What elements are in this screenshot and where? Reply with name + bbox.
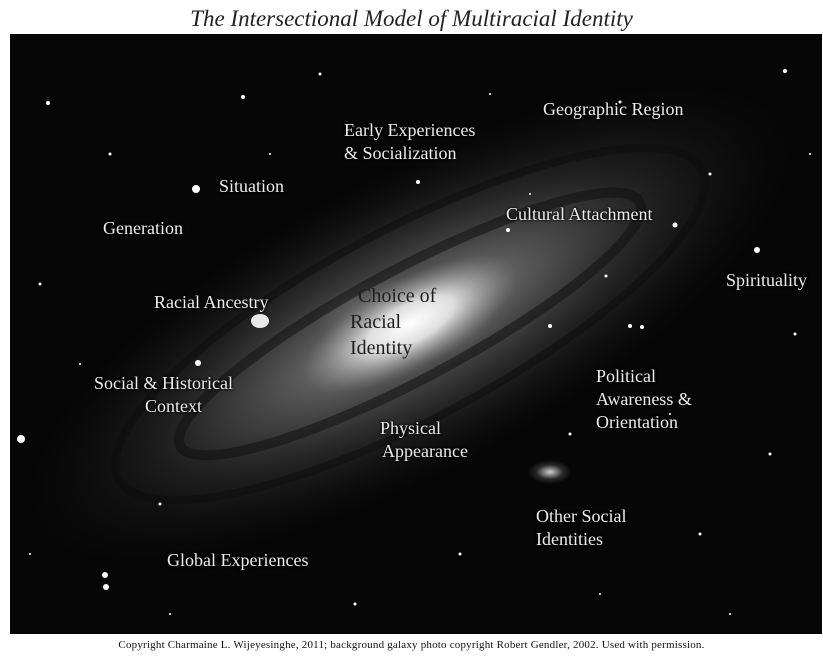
stars: [17, 69, 811, 615]
factor-geographic-region: Geographic Region: [543, 99, 684, 119]
star: [529, 193, 531, 195]
factor-physical-appearance: Physical Appearance: [380, 417, 468, 463]
factor-early-experiences-line-2: & Socialization: [344, 143, 457, 163]
factor-political-line-2: Awareness &: [596, 389, 692, 409]
star: [17, 435, 25, 443]
factor-situation: Situation: [219, 176, 285, 196]
star: [102, 572, 108, 578]
star: [783, 69, 787, 73]
star: [506, 228, 510, 232]
star: [38, 282, 42, 286]
dust-lane-1: [173, 187, 647, 461]
factor-other-social-line-2: Identities: [536, 529, 603, 549]
center-line-1: Choice of: [358, 285, 437, 307]
factor-other-social-line-1: Other Social: [536, 506, 627, 526]
star: [672, 222, 678, 228]
factor-political-awareness: Political Awareness & Orientation: [596, 365, 692, 434]
star: [604, 274, 608, 278]
factor-other-social-identities: Other Social Identities: [536, 505, 626, 551]
center-choice-of-racial-identity: Choice of Racial Identity: [350, 283, 436, 361]
star: [169, 613, 171, 615]
star: [269, 153, 271, 155]
star: [195, 360, 201, 366]
factor-early-experiences: Early Experiences & Socialization: [344, 119, 475, 165]
factor-physical-line-1: Physical: [380, 418, 441, 438]
star: [108, 152, 112, 156]
star: [158, 502, 162, 506]
star: [353, 602, 357, 606]
factor-social-historical-line-2: Context: [145, 396, 202, 416]
factor-social-historical-context: Social & Historical Context: [94, 372, 233, 418]
star: [618, 100, 622, 104]
star: [809, 153, 811, 155]
star: [29, 553, 31, 555]
factor-generation: Generation: [103, 218, 183, 238]
factor-political-line-1: Political: [596, 366, 656, 386]
factor-racial-ancestry: Racial Ancestry: [154, 292, 269, 312]
star: [568, 432, 572, 436]
star: [458, 552, 462, 556]
star: [489, 93, 491, 95]
factor-early-experiences-line-1: Early Experiences: [344, 120, 476, 140]
star: [599, 593, 601, 595]
satellite-galaxy: [251, 314, 269, 328]
galaxy-image: [17, 69, 811, 615]
galaxy-core: [301, 255, 519, 393]
star: [754, 247, 760, 253]
star: [46, 101, 50, 105]
diagram-title: The Intersectional Model of Multiracial …: [190, 6, 633, 31]
copyright-notice: Copyright Charmaine L. Wijeyesinghe, 201…: [118, 639, 705, 651]
factor-cultural-attachment: Cultural Attachment: [506, 204, 653, 224]
center-line-3: Identity: [350, 337, 413, 359]
star: [192, 185, 200, 193]
galaxy-background: Geographic Region Early Experiences & So…: [10, 34, 822, 634]
factor-physical-line-2: Appearance: [382, 441, 468, 461]
star: [241, 95, 245, 99]
star: [708, 172, 712, 176]
star: [628, 324, 632, 328]
factor-political-line-3: Orientation: [596, 412, 678, 432]
star: [793, 332, 797, 336]
factor-global-experiences: Global Experiences: [167, 550, 309, 570]
star: [79, 363, 81, 365]
star: [416, 180, 420, 184]
factor-spirituality: Spirituality: [726, 270, 807, 290]
dust-lane-2: [111, 143, 709, 505]
star: [318, 72, 322, 76]
star: [103, 584, 109, 590]
factor-social-historical-line-1: Social & Historical: [94, 373, 233, 393]
star: [669, 413, 671, 415]
center-line-2: Racial: [350, 311, 402, 333]
star: [640, 325, 644, 329]
star: [548, 324, 552, 328]
star: [698, 532, 702, 536]
star: [729, 613, 731, 615]
star: [768, 452, 772, 456]
